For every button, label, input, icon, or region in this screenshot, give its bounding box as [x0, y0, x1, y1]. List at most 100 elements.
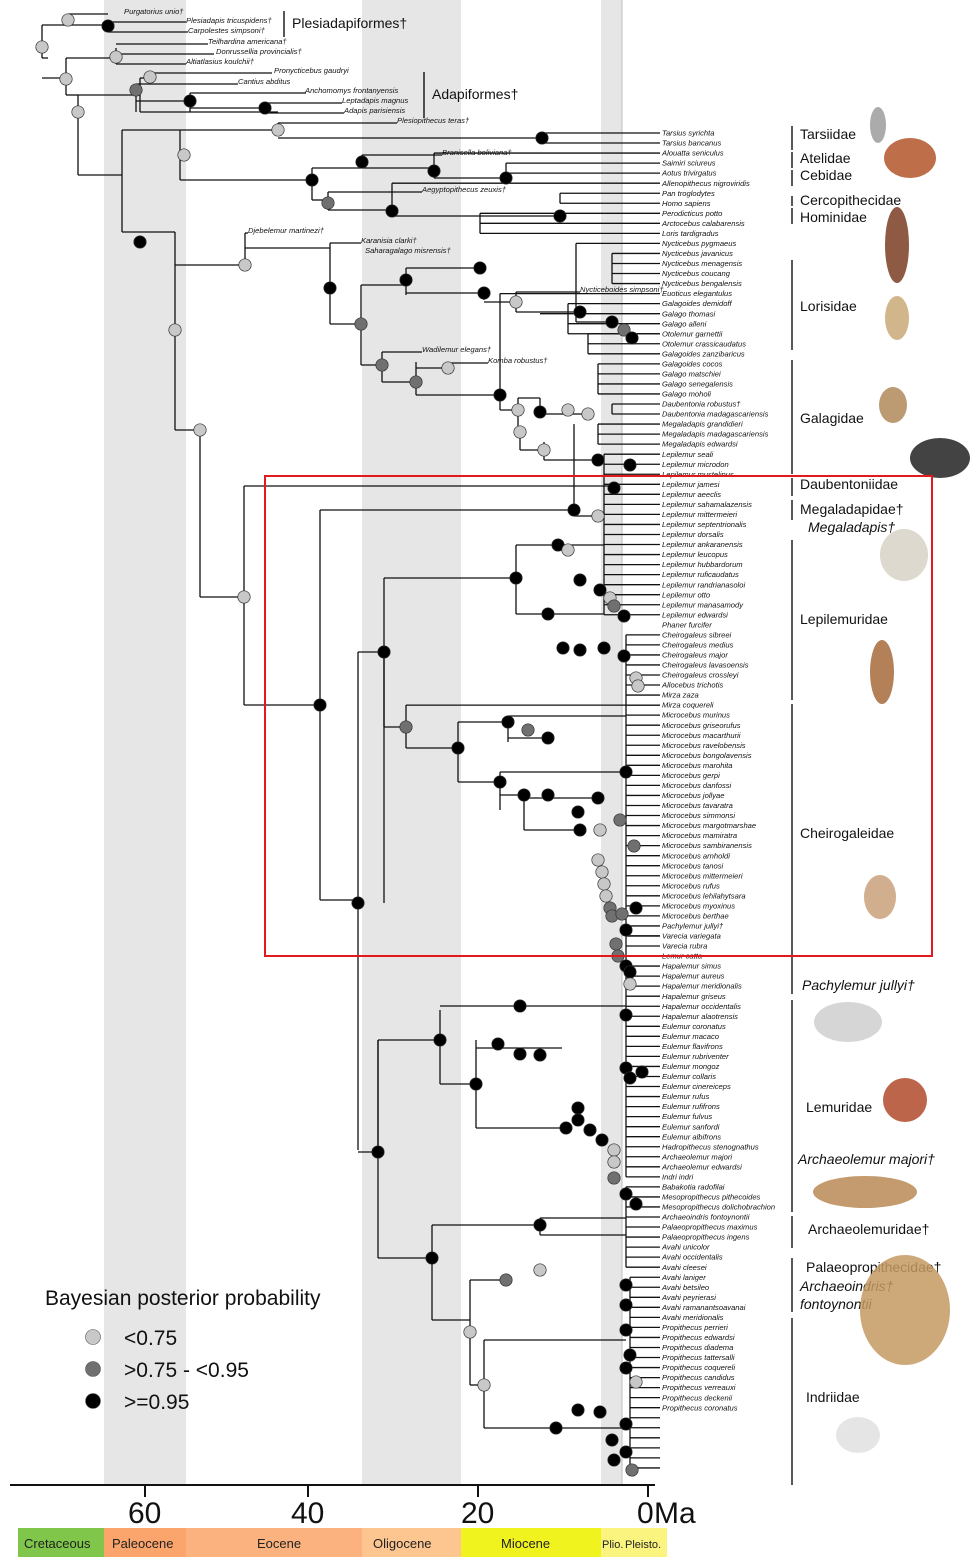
family-label: Hominidae — [800, 209, 867, 225]
tip-label: Avahi peyrierasi — [661, 1293, 716, 1302]
posterior-node — [184, 95, 196, 107]
tip-label: Microcebus macarthurii — [662, 731, 741, 740]
legend-title: Bayesian posterior probability — [45, 1287, 321, 1310]
posterior-node — [582, 408, 594, 420]
posterior-node — [102, 20, 114, 32]
tip-label: Nycticebus bengalensis — [662, 279, 742, 288]
tip-label: Lepilemur dorsalis — [662, 530, 724, 539]
tip-label: Propithecus coquereli — [662, 1363, 735, 1372]
tip-label: Eulemur rubriventer — [662, 1052, 729, 1061]
tip-label: Phaner furcifer — [662, 620, 712, 629]
posterior-node — [386, 205, 398, 217]
posterior-node — [494, 776, 506, 788]
posterior-node — [624, 1349, 636, 1361]
fossil-tip-label: Purgatorius unio† — [124, 7, 184, 16]
fossil-tip-label: Djebelemur martinezi† — [248, 226, 325, 235]
fossil-tip-label: Donrussellia provincialis† — [216, 47, 302, 56]
legend-swatch-mid — [86, 1362, 101, 1377]
posterior-node — [434, 1034, 446, 1046]
posterior-node — [538, 444, 550, 456]
tip-label: Microcebus murinus — [662, 711, 730, 720]
fossil-tip-label: Branisella boliviana† — [442, 148, 512, 157]
posterior-node — [608, 1454, 620, 1466]
tip-label: Microcebus arnholdi — [662, 851, 730, 860]
tip-label: Allenopithecus nigroviridis — [661, 179, 750, 188]
posterior-node — [534, 406, 546, 418]
posterior-node — [606, 316, 618, 328]
posterior-node — [624, 1072, 636, 1084]
time-axis: 60 40 20 0 Ma — [10, 1485, 696, 1530]
tip-label: Otolemur garnettii — [662, 329, 723, 338]
archaeolemur-illustration — [813, 1176, 917, 1208]
posterior-node — [502, 716, 514, 728]
tip-label: Palaeopropithecus ingens — [662, 1233, 750, 1242]
tip-label: Lepilemur randrianasoloi — [662, 580, 745, 589]
family-label: Lepilemuridae — [800, 611, 888, 627]
legend-swatch-low — [86, 1330, 101, 1345]
posterior-node — [572, 1404, 584, 1416]
fossil-tip-label: Pronycticebus gaudryi — [274, 66, 349, 75]
family-label: Tarsiidae — [800, 126, 856, 142]
tip-label: Lepilemur jamesi — [662, 480, 720, 489]
posterior-node — [594, 1406, 606, 1418]
posterior-node — [522, 724, 534, 736]
posterior-node — [572, 806, 584, 818]
family-label: Pachylemur jullyi† — [802, 977, 915, 993]
tip-label: Archaeolemur edwardsi — [661, 1162, 742, 1171]
posterior-node — [620, 1188, 632, 1200]
posterior-node — [169, 324, 181, 336]
tip-label: Microcebus tanosi — [662, 861, 724, 870]
tip-label: Cheirogaleus crossleyi — [662, 671, 739, 680]
posterior-node — [322, 197, 334, 209]
tip-label: Avahi ramanantsoavanai — [661, 1303, 746, 1312]
posterior-node — [596, 1134, 608, 1146]
posterior-node — [608, 600, 620, 612]
posterior-node — [426, 1252, 438, 1264]
family-label: Archaeolemur majori† — [797, 1151, 935, 1167]
posterior-node — [60, 73, 72, 85]
tip-label: Indri indri — [662, 1172, 694, 1181]
posterior-node — [442, 362, 454, 374]
fossil-tip-label: Plesiadapis tricuspidens† — [186, 16, 272, 25]
posterior-node — [542, 608, 554, 620]
posterior-node — [608, 1172, 620, 1184]
tip-label: Microcebus jollyae — [662, 791, 724, 800]
tip-label: Lepilemur mustelinus — [662, 470, 734, 479]
posterior-node — [592, 792, 604, 804]
tip-label: Galago moholi — [662, 390, 711, 399]
tip-label: Avahi unicolor — [661, 1243, 710, 1252]
fossil-tip-label: Carpolestes simpsoni† — [188, 26, 266, 35]
posterior-node — [630, 1376, 642, 1388]
fossil-tip-label: Saharagalago misrensis† — [365, 246, 451, 255]
posterior-node — [500, 1274, 512, 1286]
posterior-node — [626, 1464, 638, 1476]
posterior-node — [514, 1000, 526, 1012]
posterior-node — [36, 41, 48, 53]
tip-label: Galago matschiei — [662, 369, 721, 378]
fossil-tip-label: Altiatlasius koulchii† — [185, 57, 255, 66]
tip-label: Lepilemur manasamody — [662, 600, 744, 609]
lepilemur-illustration — [870, 640, 894, 704]
posterior-node — [474, 262, 486, 274]
posterior-node — [239, 259, 251, 271]
tip-label: Perodicticus potto — [662, 209, 722, 218]
fossil-tip-label: Adapis parisiensis — [343, 106, 405, 115]
tip-label: Microcebus lehilahytsara — [662, 891, 746, 900]
tip-label: Varecia variegata — [662, 932, 721, 941]
posterior-node — [624, 459, 636, 471]
tip-label: Daubentonia robustus† — [662, 400, 741, 409]
monkey-illustration — [884, 138, 936, 178]
family-label: Megaladapis† — [808, 519, 895, 535]
family-label: Atelidae — [800, 150, 851, 166]
family-label: Megaladapidae† — [800, 501, 904, 517]
tip-label: Cheirogaleus medius — [662, 640, 734, 649]
tip-label: Hapalemur griseus — [662, 992, 726, 1001]
posterior-node — [620, 1446, 632, 1458]
tip-label: Avahi laniger — [661, 1273, 706, 1282]
tip-label: Daubentonia madagascariensis — [662, 410, 769, 419]
posterior-node — [400, 274, 412, 286]
axis-label-60: 60 — [128, 1497, 161, 1530]
posterior-node — [376, 359, 388, 371]
tip-label: Propithecus candidus — [662, 1373, 735, 1382]
